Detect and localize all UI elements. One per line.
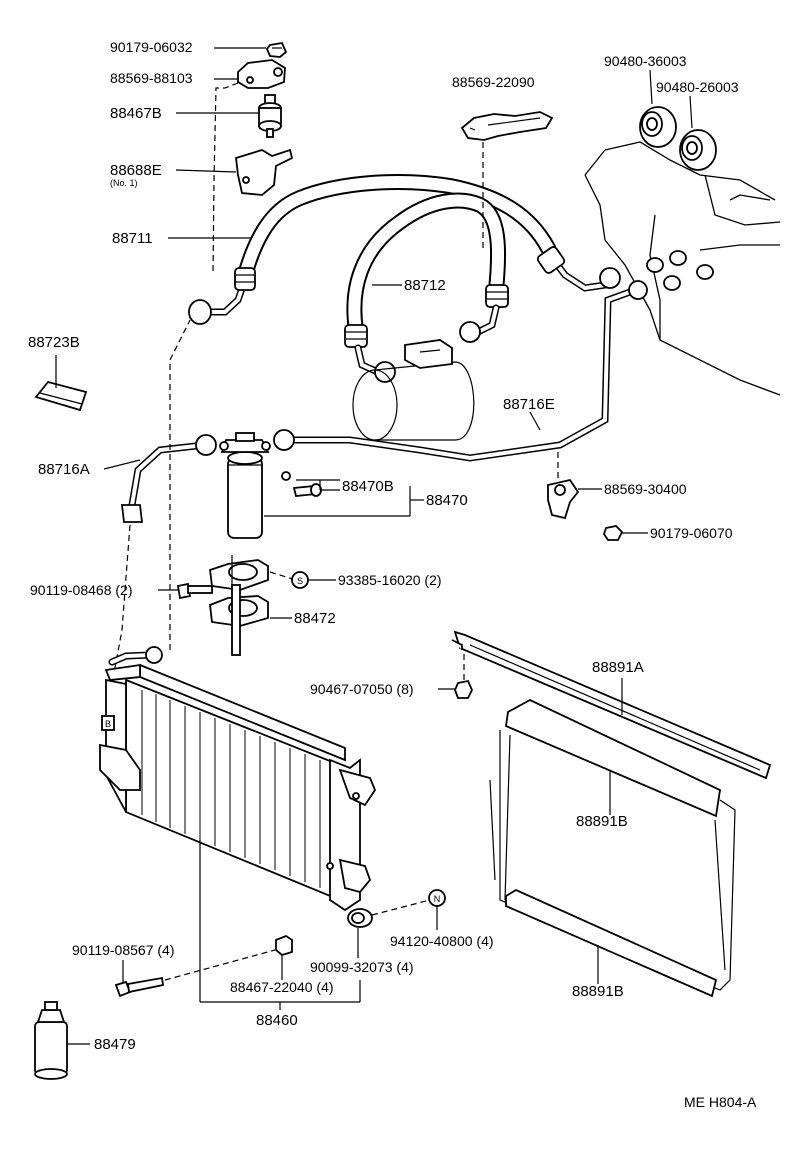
label-plate-88723B — [34, 355, 88, 412]
receiver-88470 — [219, 432, 271, 539]
condenser-88460: B — [99, 319, 377, 1010]
label-88569-22090: 88569-22090 — [452, 74, 535, 90]
label-88467B: 88467B — [110, 105, 162, 122]
cushion-88467-22040 — [275, 934, 293, 980]
label-88569-30400: 88569-30400 — [604, 481, 687, 497]
label-88723B: 88723B — [28, 334, 80, 351]
label-90179-06070: 90179-06070 — [650, 525, 733, 541]
clamp-88569-30400 — [547, 452, 602, 520]
bracket-88569-88103 — [237, 59, 286, 89]
bracket-88472 — [209, 555, 292, 656]
screw-93385-16020: S — [269, 571, 336, 589]
nut-90179-06070 — [603, 525, 648, 541]
pipe-88716E — [273, 280, 648, 462]
label-90480-26003: 90480-26003 — [656, 79, 739, 95]
nut-94120-40800: N — [428, 889, 446, 930]
grommet-90480-36003 — [639, 69, 677, 148]
plug-88470B — [281, 471, 322, 497]
symbol-n: N — [434, 894, 441, 904]
grommet-90480-26003 — [679, 95, 717, 171]
support-88891A — [451, 630, 772, 780]
label-90467-07050: 90467-07050 (8) — [310, 681, 414, 697]
label-88891B-bottom: 88891B — [572, 983, 624, 1000]
label-88716E: 88716E — [503, 396, 555, 413]
bolt-90119-08567 — [114, 949, 276, 998]
reference-code: ME H804-A — [684, 1094, 757, 1110]
bolt-90119-08468 — [158, 582, 213, 600]
label-88711: 88711 — [112, 230, 153, 247]
label-88479: 88479 — [94, 1036, 136, 1053]
seal-88891B-top — [505, 698, 721, 818]
label-90119-08468: 90119-08468 (2) — [30, 582, 132, 598]
nut-90179-06032 — [265, 41, 288, 58]
clip-88569-22090 — [460, 111, 554, 250]
leaders-88470 — [264, 479, 424, 517]
label-88891A: 88891A — [592, 659, 644, 676]
label-88467-22040: 88467-22040 (4) — [230, 979, 334, 995]
label-88470B: 88470B — [342, 478, 394, 495]
seal-88891B-bottom — [505, 888, 718, 998]
collar-90099-32073 — [347, 899, 431, 958]
label-88472: 88472 — [294, 610, 336, 627]
symbol-b: B — [105, 719, 111, 729]
label-90179-06032: 90179-06032 — [110, 39, 193, 55]
hose-88711 — [188, 174, 621, 325]
part-labels: 90179-06032 88569-88103 88467B 88688E (N… — [28, 39, 757, 1110]
clamp-88688E — [235, 148, 294, 196]
label-88688E: 88688E — [110, 162, 162, 179]
label-88891B-top: 88891B — [576, 813, 628, 830]
label-88688E-note: (No. 1) — [110, 178, 138, 188]
oil-can-88479 — [34, 1001, 90, 1080]
label-94120-40800: 94120-40800 (4) — [390, 933, 494, 949]
label-88716A: 88716A — [38, 461, 90, 478]
engine-outline — [584, 141, 781, 396]
compressor-outline — [352, 339, 475, 441]
label-90119-08567: 90119-08567 (4) — [72, 942, 174, 958]
label-88712: 88712 — [404, 277, 446, 294]
label-88569-88103: 88569-88103 — [110, 70, 193, 86]
label-93385-16020: 93385-16020 (2) — [338, 572, 442, 588]
label-88460: 88460 — [256, 1012, 298, 1029]
mount-88467B — [258, 94, 282, 138]
leaders-top-left — [168, 47, 266, 276]
radiator-frame — [489, 730, 736, 991]
pipe-88716A — [103, 434, 217, 706]
label-90480-36003: 90480-36003 — [604, 53, 687, 69]
label-88470: 88470 — [426, 492, 468, 509]
hose-88712 — [344, 192, 509, 383]
symbol-s: S — [297, 576, 303, 586]
label-90099-32073: 90099-32073 (4) — [310, 959, 414, 975]
